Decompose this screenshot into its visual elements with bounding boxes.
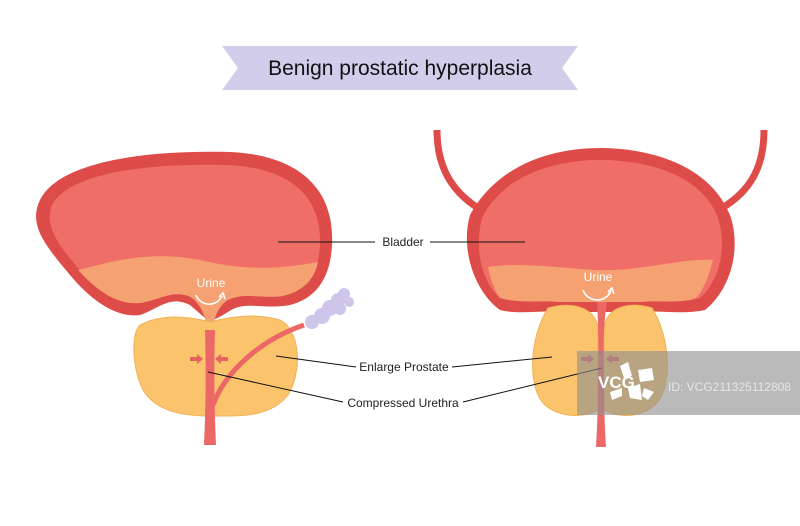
- left-urine-flow-arrowhead: [218, 291, 226, 300]
- urethra-leader-left: [207, 371, 344, 403]
- watermark: VCG ID: VCG211325112808: [577, 351, 800, 415]
- watermark-band: [577, 351, 800, 415]
- enlarge-prostate-label: Enlarge Prostate: [359, 360, 449, 374]
- prostate-leader-left: [275, 355, 357, 368]
- watermark-logo-text: VCG: [598, 373, 635, 392]
- left-urine-label: Urine: [197, 276, 226, 290]
- left-ejaculatory-duct: [210, 322, 305, 406]
- bladder-label: Bladder: [382, 235, 423, 249]
- right-urine-label: Urine: [584, 270, 613, 284]
- right-urine-flow-arrowhead: [607, 286, 615, 295]
- right-ureter: [720, 129, 768, 212]
- right-urine: [488, 259, 713, 302]
- title-banner: Benign prostatic hyperplasia: [222, 46, 578, 90]
- left-urine: [78, 256, 318, 330]
- left-urethra: [204, 330, 216, 445]
- left-illustration: Urine: [36, 151, 354, 445]
- banner-ribbon: [222, 46, 578, 90]
- left-seminal-vesicle: [305, 288, 354, 329]
- left-prostate: [133, 315, 298, 417]
- compressed-urethra-label: Compressed Urethra: [347, 396, 459, 410]
- left-urine-flow-icon: [195, 294, 223, 305]
- left-ureter: [433, 129, 480, 211]
- vcg-logo-icon: [610, 362, 654, 400]
- prostate-leader-right: [451, 356, 553, 368]
- watermark-id: ID: VCG211325112808: [668, 380, 791, 394]
- arrow-right-icon: [190, 354, 203, 364]
- right-urine-flow-icon: [582, 289, 612, 301]
- arrow-left-icon: [215, 354, 228, 364]
- page-title: Benign prostatic hyperplasia: [268, 57, 532, 80]
- callouts: [207, 241, 603, 403]
- left-compression-arrows: [190, 354, 228, 364]
